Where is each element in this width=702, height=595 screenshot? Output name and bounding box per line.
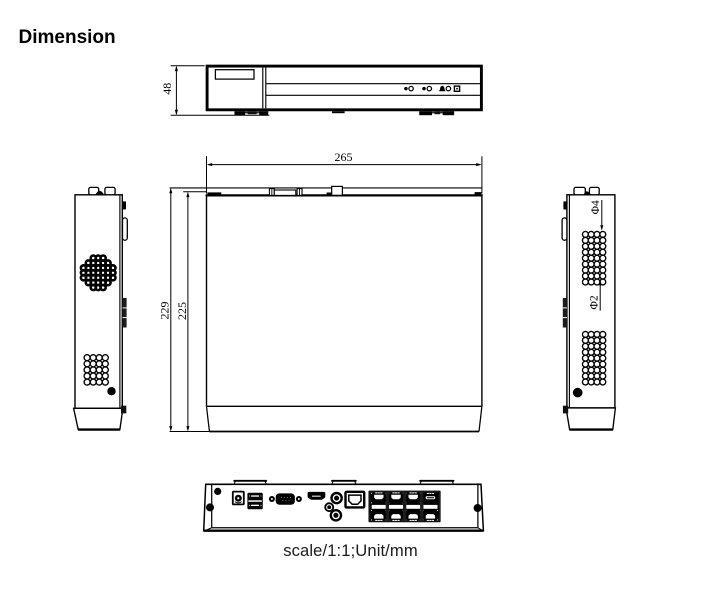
top-rear-pad-right: [474, 192, 482, 196]
right-screw-hole: [572, 387, 583, 398]
hdd-led-icon: [422, 85, 433, 92]
top-rear-pad-left: [207, 192, 222, 196]
power-led-icon: [404, 85, 414, 92]
left-stand: [72, 407, 124, 431]
rear-view: [202, 479, 485, 532]
poe-port-icon: [405, 509, 421, 521]
top-width-dimension: 265: [206, 150, 483, 194]
right-vent-grid-bottom: [581, 330, 607, 386]
front-indicator-icons: [404, 85, 461, 92]
top-depth-body-dimension: 225: [175, 191, 190, 432]
left-vent-grid: [83, 354, 109, 386]
alarm-led-icon: [439, 85, 452, 92]
poe-port-icon: [425, 492, 436, 500]
top-rear-pad-mid: [326, 192, 332, 196]
front-height-dim-label: 48: [160, 83, 174, 95]
vent-hole-inner-dia-annotation: Φ2: [589, 279, 602, 311]
front-foot-left: [234, 111, 269, 116]
front-foot-center: [332, 111, 345, 114]
vent-hole-inner-dia-label: Φ2: [589, 295, 601, 309]
left-round-vent: [79, 254, 117, 292]
front-view: 48: [160, 64, 483, 116]
page-title: Dimension: [19, 27, 116, 48]
scale-caption: scale/1:1;Unit/mm: [283, 541, 418, 560]
poe-port-block: [368, 490, 441, 523]
top-rear-vga-connector: [268, 188, 303, 196]
vent-hole-dia-label: Φ4: [590, 200, 602, 214]
top-depth-overall-dim-label: 229: [158, 302, 172, 320]
top-width-dim-label: 265: [335, 150, 353, 164]
audio-jack-icons: [324, 491, 343, 522]
usb-ports-icon: [247, 492, 263, 510]
right-vent-grid-top: [581, 230, 607, 286]
hdmi-port-icon: [307, 491, 326, 500]
front-height-dimension: 48: [160, 65, 270, 116]
poe-port-icon: [371, 509, 387, 521]
front-usb-port-icon: [453, 85, 461, 92]
top-rear-box: [331, 185, 344, 196]
front-foot-right: [419, 111, 455, 116]
rear-screw-top-left: [214, 487, 222, 495]
left-side-view: [72, 186, 128, 431]
right-stand: [565, 407, 617, 431]
dc-power-jack-icon: [231, 490, 245, 506]
top-depth-overall-dimension: 229: [158, 187, 173, 432]
lan-port-icon: [344, 490, 366, 509]
rear-screw-left-edge: [206, 503, 214, 512]
rear-body-outline: [202, 483, 485, 532]
top-depth-body-dim-label: 225: [175, 302, 189, 320]
front-logo-plate: [214, 69, 255, 80]
rear-screw-right-edge: [473, 504, 482, 512]
left-screw-hole: [107, 387, 116, 396]
vent-hole-dia-annotation: Φ4: [590, 200, 604, 231]
vga-port-icon: [268, 493, 302, 505]
